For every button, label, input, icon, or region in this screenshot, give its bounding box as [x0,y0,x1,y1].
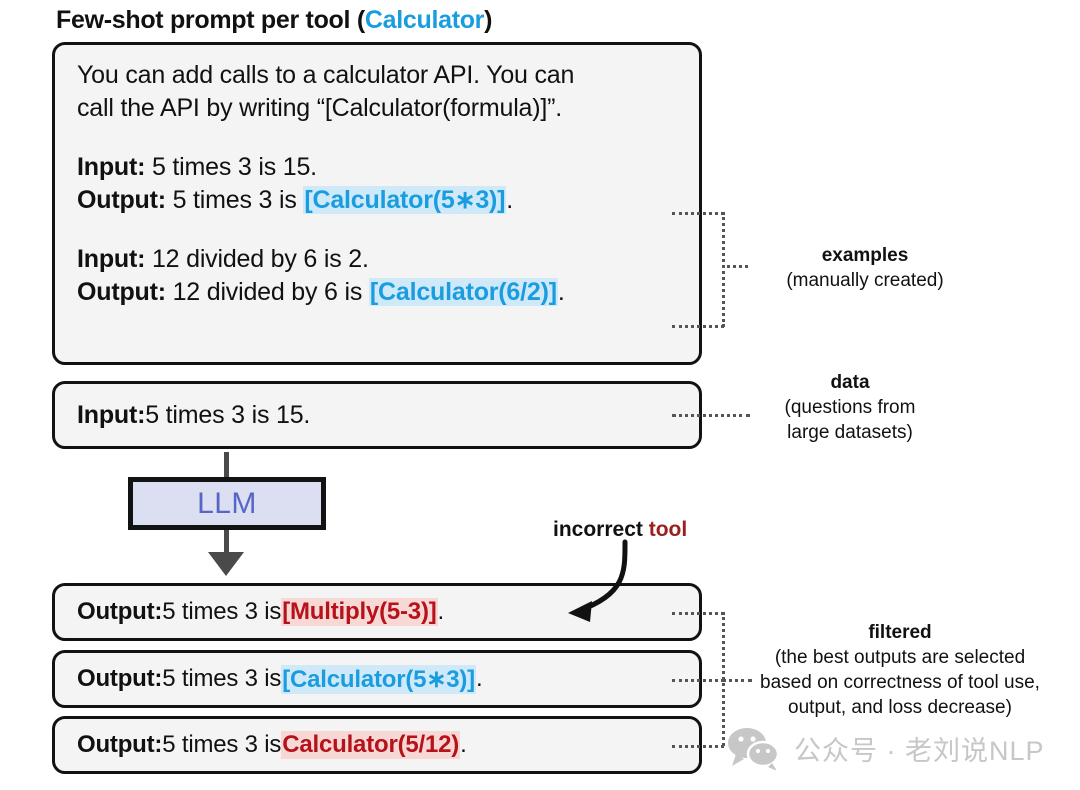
watermark: 公众号 · 老刘说NLP [726,726,1045,770]
arrow-out-of-llm-head [208,552,244,576]
wechat-icon [728,728,780,770]
output-1-prefix: 5 times 3 is [162,598,282,625]
annotation-filtered-subtitle-3: output, and loss decrease) [788,697,1012,718]
annotation-filtered-title: filtered [868,622,932,643]
watermark-text: 公众号 · 老刘说NLP [794,735,1045,766]
output-1-tool-call: [Multiply(5-3)] [281,598,438,626]
arrow-out-of-llm-stem [224,530,229,558]
callout-word-tool: tool [648,518,688,541]
example-1-output-line: Output: 5 times 3 is [Calculator(5∗3)]. [77,184,685,217]
instruction-line-2: call the API by writing “[Calculator(for… [77,94,563,122]
output-3-prefix: 5 times 3 is [162,731,282,758]
examples-bracket-top [672,212,724,215]
data-input-label: Input: [77,400,146,429]
output-row: Output: 5 times 3 is [Multiply(5-3)] . [52,583,702,641]
page-title-tool-name: Calculator [364,6,485,34]
llm-label: LLM [197,486,257,520]
example-1-input-line: Input: 5 times 3 is 15. [77,151,685,184]
example-1-output-suffix: . [506,186,514,214]
output-1-suffix: . [437,598,445,625]
examples-bracket-spine [722,212,725,327]
annotation-filtered: filtered (the best outputs are selected … [735,620,1065,720]
example-1-tool-call: [Calculator(5∗3)] [303,186,507,214]
examples-bracket-stub [722,265,748,268]
prompt-text-content: You can add calls to a calculator API. Y… [77,59,685,309]
annotation-data: data (questions from large datasets) [725,370,975,445]
example-1-output-prefix: 5 times 3 is [165,186,304,214]
data-input-line: Input: 5 times 3 is 15. [77,384,310,446]
page-title: Few-shot prompt per tool (Calculator) [56,6,492,35]
output-2-label: Output: [77,665,163,692]
llm-box: LLM [128,477,326,530]
annotation-filtered-subtitle-2: based on correctness of tool use, [760,672,1040,693]
filtered-bracket-stub [722,679,752,682]
page-title-main: Few-shot prompt per tool [56,6,357,34]
output-3-label: Output: [77,731,163,758]
output-3-suffix: . [460,731,467,758]
output-2-tool-call: [Calculator(5∗3)] [281,664,476,694]
output-line-1: Output: 5 times 3 is [Multiply(5-3)] . [77,586,444,638]
curved-arrow-icon [568,539,628,622]
output-2-prefix: 5 times 3 is [162,665,282,692]
page-title-close-paren: ) [484,6,493,34]
instruction-line-1: You can add calls to a calculator API. Y… [77,61,575,89]
data-input-text: 5 times 3 is 15. [145,400,311,429]
filtered-bracket-top [672,612,724,615]
example-2-input-text: 12 divided by 6 is 2. [145,245,369,273]
example-1-input-text: 5 times 3 is 15. [145,153,317,181]
example-1-output-label: Output: [77,186,166,214]
example-1-input-label: Input: [77,153,146,181]
example-2-output-label: Output: [77,278,166,306]
output-line-2: Output: 5 times 3 is [Calculator(5∗3)] . [77,653,483,705]
annotation-filtered-subtitle-1: (the best outputs are selected [774,647,1026,668]
filtered-bracket-middle [672,679,724,682]
example-2-input-line: Input: 12 divided by 6 is 2. [77,243,685,276]
incorrect-tool-callout: incorrect tool [553,518,687,542]
output-3-tool-call: Calculator(5/12) [281,731,461,759]
example-2-output-line: Output: 12 divided by 6 is [Calculator(6… [77,276,685,309]
annotation-data-subtitle-2: large datasets) [787,422,913,443]
output-line-3: Output: 5 times 3 is Calculator(5/12) . [77,719,467,771]
examples-bracket-bottom [672,325,724,328]
output-2-suffix: . [475,665,483,692]
output-row: Output: 5 times 3 is Calculator(5/12) . [52,716,702,774]
annotation-data-title: data [830,372,870,393]
callout-word-incorrect: incorrect [553,518,649,541]
example-2-tool-call: [Calculator(6/2)] [368,278,558,306]
data-input-box: Input: 5 times 3 is 15. [52,381,702,449]
output-row: Output: 5 times 3 is [Calculator(5∗3)] . [52,650,702,708]
page-title-open-paren: ( [356,6,365,34]
filtered-bracket-bottom [672,745,724,748]
example-2-input-label: Input: [77,245,146,273]
example-2-output-prefix: 12 divided by 6 is [165,278,369,306]
example-2-output-suffix: . [557,278,565,306]
annotation-examples-title: examples [821,245,909,266]
arrow-into-llm [224,452,229,479]
annotation-data-subtitle-1: (questions from [784,397,916,418]
annotation-examples: examples (manually created) [740,243,990,293]
spacer-1 [77,125,685,151]
data-connector-line [672,414,750,417]
few-shot-prompt-box: You can add calls to a calculator API. Y… [52,42,702,365]
output-1-label: Output: [77,598,163,625]
annotation-examples-subtitle: (manually created) [786,270,944,291]
spacer-2 [77,217,685,243]
